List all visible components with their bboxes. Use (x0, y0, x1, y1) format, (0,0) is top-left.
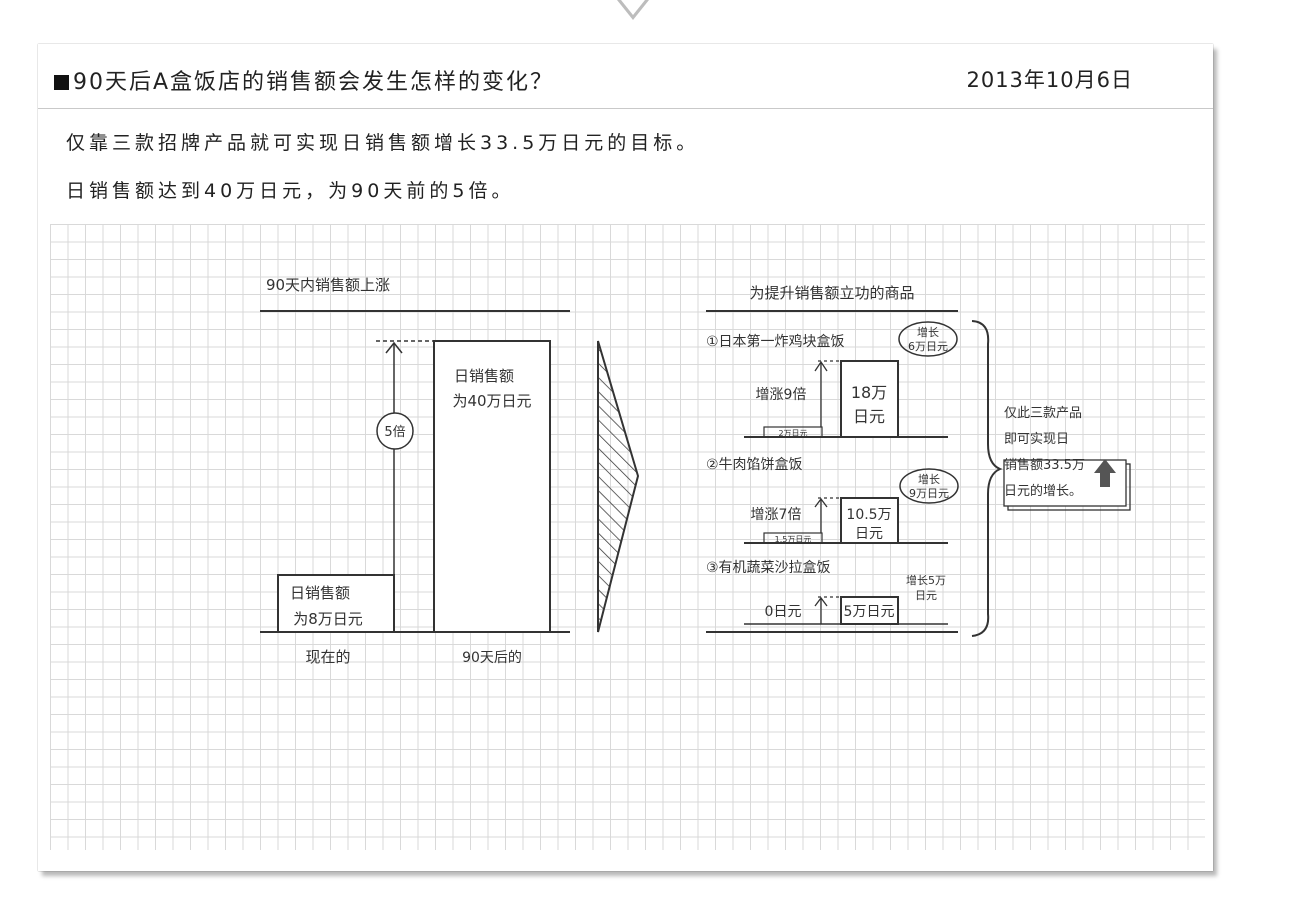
sheet-header: 90天后A盒饭店的销售额会发生怎样的变化？ 2013年10月6日 (38, 44, 1213, 109)
bar-after-label-1: 日销售额 (454, 367, 514, 385)
bar-now-label-1: 日销售额 (290, 584, 350, 602)
left-chart-title: 90天内销售额上涨 (266, 276, 390, 294)
item3-increase-1: 增长5万 (906, 573, 946, 587)
intro-line-1: 仅靠三款招牌产品就可实现日销售额增长33.5万日元的目标。 (66, 132, 700, 154)
right-chart (706, 310, 1131, 637)
item1-arrow-head (814, 360, 828, 372)
page-date: 2013年10月6日 (966, 68, 1133, 92)
item2-increase-1: 增长 (918, 472, 940, 486)
item3-increase-2: 日元 (915, 589, 937, 602)
graph-paper-grid (50, 224, 1205, 850)
item2-after-bar (840, 497, 899, 544)
item1-before: 2万日元 (778, 429, 807, 438)
item1-after-1: 18万 (851, 383, 887, 402)
item1-increase-oval (898, 321, 958, 357)
right-chart-title: 为提升销售额立功的商品 (749, 284, 914, 302)
item3-name: ③有机蔬菜沙拉盒饭 (706, 559, 831, 576)
bar-90-days-after (433, 340, 551, 633)
item1-increase-2: 6万日元 (908, 340, 948, 353)
item1-growth: 增涨9倍 (756, 387, 807, 403)
growth-arrow-head (385, 341, 403, 354)
item1-name: ①日本第一炸鸡块盒饭 (706, 333, 845, 350)
multiplier-circle (376, 412, 414, 450)
item3-after-1: 5万日元 (844, 604, 895, 620)
x-label-now: 现在的 (305, 648, 350, 666)
item2-increase-oval (899, 468, 959, 504)
bar-now (277, 574, 395, 633)
summary-line-3: 销售额33.5万 (1004, 457, 1085, 473)
item2-name: ②牛肉馅饼盒饭 (706, 456, 803, 473)
item1-increase-1: 增长 (917, 325, 939, 339)
callout-pointer-inner (621, 0, 645, 15)
page-title: 90天后A盒饭店的销售额会发生怎样的变化？ (54, 64, 554, 96)
summary-line-1: 仅此三款产品 (1004, 406, 1082, 421)
left-chart: 90天内销售额上涨 (260, 276, 570, 633)
item3-arrow-head (814, 596, 828, 607)
bar-now-label-2: 为8万日元 (293, 610, 363, 628)
sales-diagram: 90天内销售额上涨 5倍 日销售额 为8万日元 日销售额 为40万日元 现在的 … (260, 276, 1131, 666)
item2-before: 1.5万日元 (775, 535, 812, 544)
x-label-after: 90天后的 (462, 650, 522, 666)
right-brace (971, 320, 1003, 637)
page-title-text: 90天后A盒饭店的销售额会发生怎样的变化？ (73, 70, 555, 95)
item1-after-bar (840, 360, 899, 438)
intro-line-2: 日销售额达到40万日元，为90天前的5倍。 (66, 180, 515, 202)
item1-after-2: 日元 (853, 407, 885, 426)
item2-after-1: 10.5万 (846, 507, 891, 523)
item3-before: 0日元 (765, 604, 802, 620)
summary-line-4: 日元的增长。 (1004, 483, 1082, 499)
transition-arrow-icon (597, 340, 640, 633)
up-arrow-icon (1094, 459, 1116, 487)
bullet-square-icon (54, 75, 69, 90)
item2-arrow-head (814, 497, 828, 508)
item3-after-bar (840, 596, 899, 625)
item2-growth: 增涨7倍 (751, 507, 802, 523)
item2-before-bar (763, 532, 823, 544)
item2-increase-2: 9万日元 (909, 487, 949, 500)
notebook-sheet: 90天后A盒饭店的销售额会发生怎样的变化？ 2013年10月6日 仅靠三款招牌产… (38, 44, 1213, 871)
item2-after-2: 日元 (855, 526, 883, 542)
bar-after-label-2: 为40万日元 (452, 392, 531, 410)
multiplier-label: 5倍 (384, 425, 405, 440)
summary-line-2: 即可实现日 (1004, 432, 1069, 447)
item1-before-bar (763, 426, 823, 438)
